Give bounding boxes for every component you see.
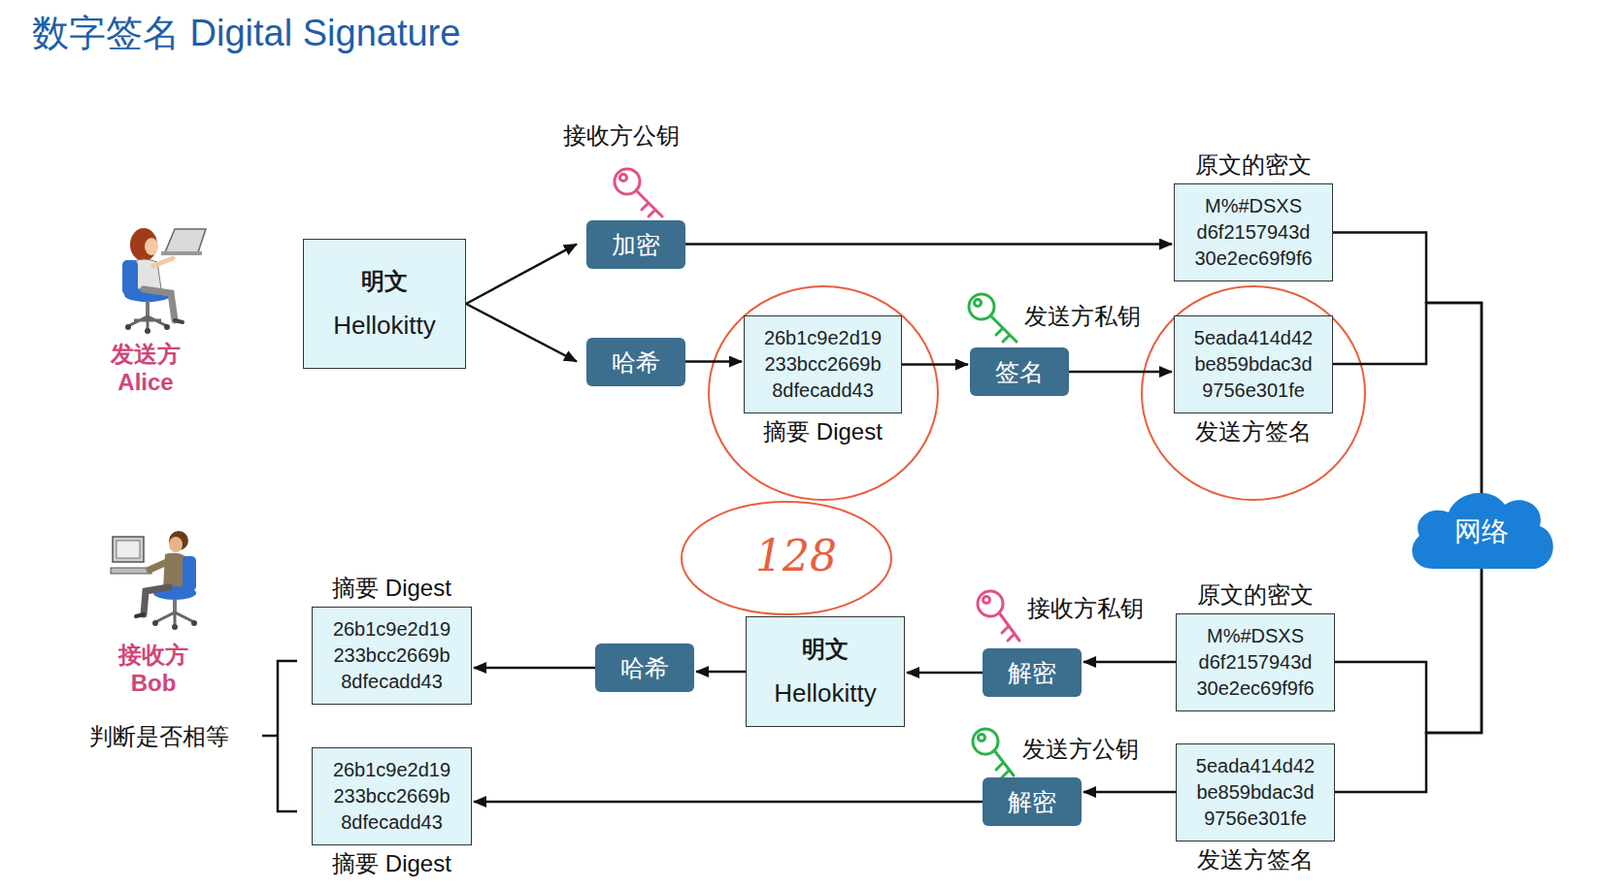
annotation-circle	[681, 286, 1366, 615]
node-text: Hellokitty	[773, 677, 876, 709]
hash-text: M%#DSXS d6f2157943d 30e2ec69f9f6	[1196, 623, 1314, 702]
box-heading: 发送方签名	[1195, 418, 1312, 446]
handwritten-note: 128	[755, 532, 837, 581]
node-text: 网络	[1454, 515, 1509, 549]
process-button: 加密	[586, 220, 686, 269]
box-heading: 原文的密文	[1195, 151, 1312, 179]
data-box: 5eada414d42 be859bdac3d 9756e301fe发送方签名	[1175, 743, 1335, 842]
data-box: 5eada414d42 be859bdac3d 9756e301fe发送方签名	[1173, 315, 1334, 414]
node-text: 哈希	[611, 347, 661, 377]
data-box: 26b1c9e2d19 233bcc2669b 8dfecadd43摘要 Dig…	[311, 747, 472, 846]
cloud-outline	[1411, 493, 1553, 569]
flow-arrow	[696, 670, 746, 674]
flow-arrow	[466, 244, 577, 305]
data-box: 原文的密文M%#DSXS d6f2157943d 30e2ec69f9f6	[1173, 183, 1334, 282]
flow-arrow	[1083, 791, 1176, 795]
key-icon	[972, 729, 1014, 778]
node-text: 加密	[611, 230, 661, 260]
flow-arrow	[906, 671, 983, 675]
data-box: 摘要 Digest26b1c9e2d19 233bcc2669b 8dfecad…	[311, 606, 472, 705]
hash-text: 5eada414d42 be859bdac3d 9756e301fe	[1194, 325, 1313, 404]
diagram-title: 数字签名 Digital Signature	[32, 9, 461, 57]
node-text: 签名	[995, 357, 1044, 387]
bracket	[262, 661, 298, 812]
hash-text: 26b1c9e2d19 233bcc2669b 8dfecadd43	[333, 757, 451, 836]
flow-arrow	[1068, 370, 1172, 374]
box-heading: 发送方签名	[1197, 846, 1314, 874]
key-label: 发送方公钥	[1022, 735, 1139, 764]
flow-arrow	[1333, 233, 1482, 498]
sender-figure	[122, 228, 206, 334]
network-cloud: 网络	[1403, 479, 1560, 577]
hash-text: 26b1c9e2d19 233bcc2669b 8dfecadd43	[764, 325, 882, 404]
data-box: 原文的密文M%#DSXS d6f2157943d 30e2ec69f9f6	[1175, 613, 1335, 712]
box-heading: 摘要 Digest	[332, 574, 452, 602]
node-text: 解密	[1007, 658, 1057, 688]
process-button: 签名	[969, 347, 1069, 397]
node-text: 明文	[801, 634, 849, 665]
data-box: 明文 Hellokitty	[302, 238, 467, 369]
party-label: 接收方 Bob	[112, 640, 195, 698]
receiver-figure	[110, 531, 198, 631]
flow-arrow	[1334, 568, 1482, 734]
node-text: 解密	[1007, 787, 1057, 817]
flow-arrow	[685, 242, 1172, 246]
hash-text: M%#DSXS d6f2157943d 30e2ec69f9f6	[1194, 193, 1312, 272]
process-button: 解密	[982, 777, 1082, 827]
flow-arrow	[473, 800, 983, 804]
judge-label: 判断是否相等	[89, 723, 230, 751]
process-button: 解密	[982, 648, 1082, 698]
process-button: 哈希	[595, 643, 695, 693]
box-heading: 摘要 Digest	[763, 418, 883, 446]
node-text: 哈希	[620, 653, 669, 683]
flow-arrow	[685, 360, 742, 364]
key-icon	[977, 591, 1020, 641]
party-label: 发送方 Alice	[104, 339, 187, 397]
data-box: 明文 Hellokitty	[745, 616, 905, 728]
key-icon	[614, 168, 663, 217]
box-heading: 摘要 Digest	[332, 850, 452, 878]
flow-arrow	[901, 363, 968, 367]
key-icon	[968, 294, 1017, 342]
hash-text: 26b1c9e2d19 233bcc2669b 8dfecadd43	[333, 616, 451, 696]
flow-arrow	[473, 666, 596, 670]
flow-arrow	[1334, 568, 1482, 793]
process-button: 哈希	[586, 337, 686, 387]
flow-arrow	[1083, 661, 1176, 665]
key-label: 接收方私钥	[1027, 595, 1144, 623]
flow-arrow	[1333, 302, 1482, 497]
hash-text: 5eada414d42 be859bdac3d 9756e301fe	[1196, 753, 1315, 833]
node-text: 明文	[361, 266, 408, 297]
data-box: 26b1c9e2d19 233bcc2669b 8dfecadd43摘要 Dig…	[743, 315, 902, 414]
node-text: Hellokitty	[333, 309, 435, 341]
flow-arrow	[466, 303, 577, 363]
key-label: 发送方私钥	[1024, 302, 1141, 331]
box-heading: 原文的密文	[1197, 581, 1314, 609]
key-label: 接收方公钥	[563, 122, 680, 150]
